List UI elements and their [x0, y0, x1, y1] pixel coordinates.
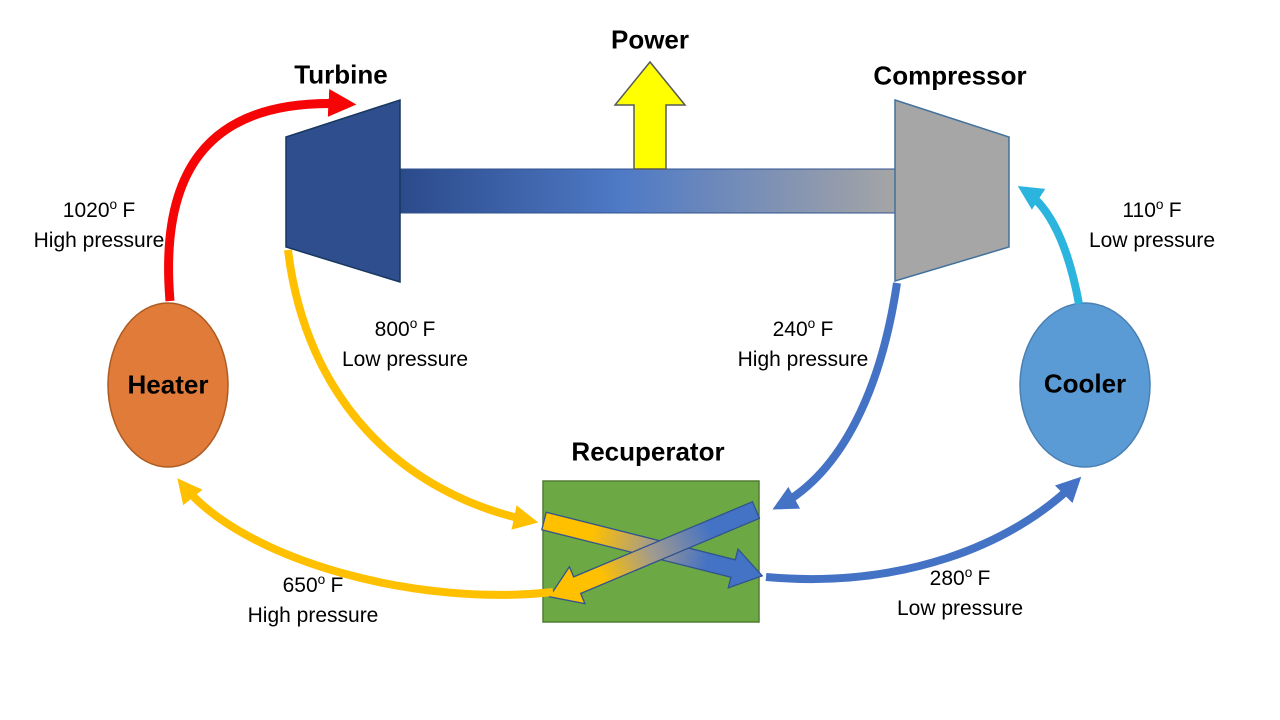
turbine-shape	[285, 98, 401, 284]
turbine-label: Turbine	[294, 59, 388, 90]
shaft	[399, 168, 896, 214]
pipe-cooler-to-compressor	[1017, 185, 1083, 305]
heater-label: Heater	[127, 369, 209, 400]
compressor-shape	[894, 98, 1010, 283]
pressure-value: Low pressure	[1088, 229, 1216, 252]
compressor-label: Compressor	[873, 60, 1027, 91]
pressure-value: High pressure	[737, 348, 869, 371]
pipe-recuperator-to-heater	[177, 478, 554, 599]
pressure-value: High pressure	[247, 604, 379, 627]
power-arrow-icon	[613, 60, 687, 170]
pressure-value: High pressure	[33, 229, 165, 252]
pipe-recuperator-to-cooler	[765, 476, 1082, 584]
pressure-value: Low pressure	[341, 348, 469, 371]
pipe-turbine-to-recuperator	[284, 249, 539, 530]
power-label: Power	[610, 24, 690, 55]
cooler-label: Cooler	[1043, 368, 1127, 399]
pipe-heater-to-turbine	[164, 89, 357, 302]
cooler-shape	[1019, 302, 1151, 468]
recuperator-label: Recuperator	[571, 436, 725, 467]
heater-shape	[107, 302, 229, 468]
pressure-value: Low pressure	[896, 597, 1024, 620]
pipe-compressor-to-recuperator	[772, 282, 901, 510]
recuperator-cold-stream-arrow	[548, 500, 761, 605]
